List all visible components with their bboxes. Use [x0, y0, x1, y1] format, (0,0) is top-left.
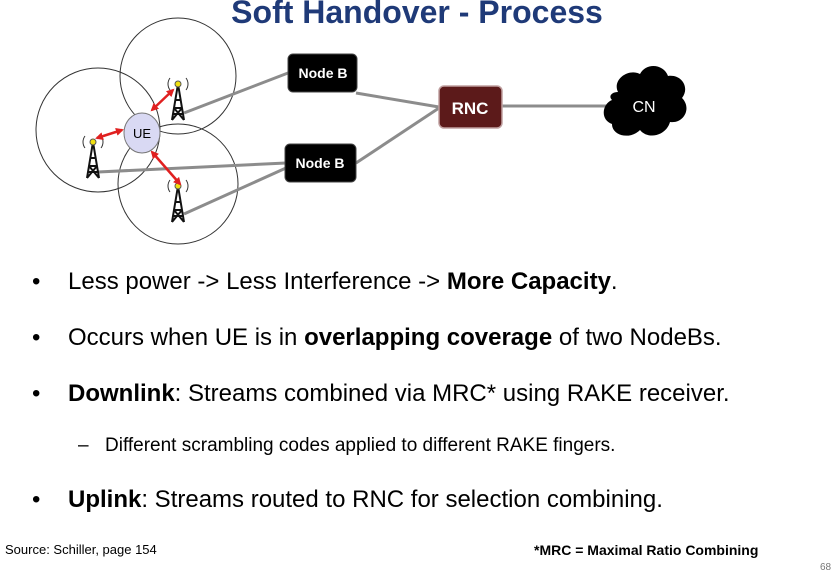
radio-link-top [150, 88, 175, 112]
tower-bottom-icon [167, 179, 189, 223]
tower-left-icon [82, 135, 104, 179]
tower-top-icon [167, 77, 189, 121]
cn-cloud: CN [603, 65, 687, 136]
sub-bullet-dash: – [78, 435, 89, 456]
soft-handover-diagram: UE Node B Node B RNC CN [35, 17, 687, 245]
radio-link-left [95, 128, 124, 140]
nodeb-bottom-label: Node B [296, 155, 345, 171]
bullet-glyph: • [32, 324, 41, 351]
ue-label: UE [133, 126, 151, 141]
rnc-node: RNC [438, 85, 503, 129]
bullet-glyph: • [32, 380, 41, 407]
nodeb-top-label: Node B [299, 65, 348, 81]
rnc-label: RNC [452, 99, 489, 118]
sub-bullet-text: Different scrambling codes applied to di… [105, 435, 616, 456]
bullet-glyph: • [32, 486, 41, 513]
link-tower-left-nodeb-bottom [97, 161, 287, 174]
nodeb-bottom: Node B [284, 143, 357, 183]
ue-node: UE [123, 112, 161, 154]
radio-link-bottom [150, 150, 182, 186]
bullet-glyph: • [32, 268, 41, 295]
radio-links [95, 88, 182, 186]
link-tower-top-nodeb-top [183, 71, 289, 115]
coverage-circle-bottom [117, 123, 239, 245]
nodeb-top: Node B [287, 53, 358, 93]
cn-label: CN [632, 99, 655, 116]
slide-title: Soft Handover - Process [231, 0, 603, 30]
coverage-circle-top [119, 17, 237, 135]
network-links [97, 71, 610, 216]
page-number: 68 [820, 562, 832, 573]
mrc-footnote: *MRC = Maximal Ratio Combining [534, 542, 759, 558]
source-citation: Source: Schiller, page 154 [5, 542, 157, 557]
link-nodeb-top-rnc [355, 91, 440, 109]
link-tower-bottom-nodeb-bottom [183, 166, 287, 216]
link-nodeb-bottom-rnc [355, 106, 440, 165]
